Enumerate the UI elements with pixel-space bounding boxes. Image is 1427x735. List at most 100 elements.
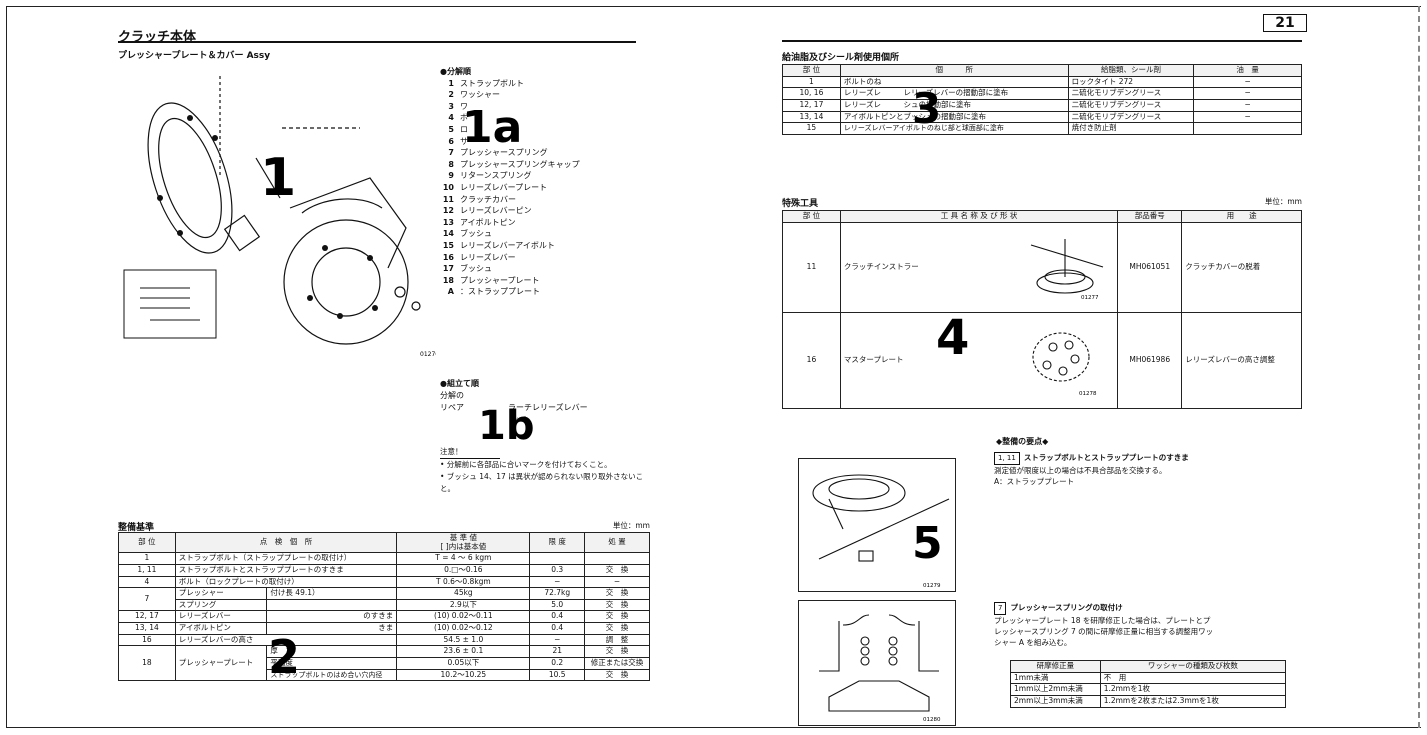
callout-5: 5	[912, 518, 943, 569]
point-tag: 1, 11	[994, 452, 1020, 465]
notes-heading: 注意！	[440, 446, 500, 459]
figure-code: 01280	[923, 717, 941, 723]
tools-table: 部 位工 具 名 称 及 び 形 状部品番号用 途 11 クラッチインストラー …	[782, 210, 1302, 409]
figure-code: 01279	[923, 583, 941, 589]
exploded-diagram: 01276	[120, 58, 439, 361]
assembly-line: 分解の	[440, 391, 464, 400]
notes: 注意！ • 分解前に各部品に合いマークを付けておくこと。 • ブッシュ 14、1…	[440, 446, 650, 495]
point-line: A：ストラッププレート	[994, 477, 1075, 486]
callout-1a: 1a	[462, 102, 523, 153]
clutch-installer-drawing: 01277	[1031, 238, 1104, 301]
assembly-section: ●組立て順 分解の リペアラーチレリーズレバー ット	[440, 378, 640, 426]
diagram-code: 01276	[420, 351, 436, 358]
assembly-heading: ●組立て順	[440, 379, 479, 388]
table-header: 部 位個 所給脂類、シール剤油 量	[782, 64, 1302, 77]
title-rule	[118, 41, 636, 43]
standards-unit: 単位：mm	[612, 521, 650, 530]
exploded-diagram-drawing: 01276	[123, 76, 439, 358]
table-row: 1mm未満不 用	[1010, 671, 1287, 685]
table-header: 部 位 点 検 個 所 基 準 値 [ ]内は基本値 限 度 処 置	[118, 531, 650, 554]
page-number: 21	[1263, 14, 1307, 32]
subsection-title: プレッシャープレート＆カバー Assy	[118, 51, 271, 61]
disassembly-heading: ●分解順	[440, 67, 471, 76]
tools-title: 特殊工具	[782, 199, 819, 209]
figure-code: 01278	[1079, 391, 1097, 397]
callout-3: 3	[912, 84, 942, 133]
master-plate-drawing: 01278	[1032, 332, 1097, 397]
table-header: 研摩修正量ワッシャーの種類及び枚数	[1010, 660, 1287, 673]
table-row: 11 クラッチインストラー 01277 MH061051 クラッチカバーの脱着	[782, 221, 1302, 313]
point-line: レッシャースプリング 7 の間に研摩修正量に相当する調整用ワッ	[994, 627, 1214, 636]
note-line: • 分解前に各部品に合いマークを付けておくこと。	[440, 460, 612, 469]
standards-title: 整備基準	[118, 523, 155, 533]
figure-strap-bolt: 01279	[798, 458, 956, 592]
lube-title: 給油脂及びシール剤使用個所	[782, 53, 900, 63]
points-heading: ◆整備の要点◆	[996, 437, 1049, 446]
point-tag: 7	[994, 602, 1007, 615]
left-page: クラッチ本体 プレッシャープレート＆カバー Assy	[118, 26, 650, 716]
page-edge-dash	[1418, 6, 1420, 728]
table-header: 部 位工 具 名 称 及 び 形 状部品番号用 途	[782, 210, 1302, 223]
list-item: A：ストラッププレート	[447, 287, 540, 297]
callout-1b: 1b	[478, 403, 535, 449]
point-line: シャー A を組み込む。	[994, 638, 1072, 647]
assembly-line: リペアラーチレリーズレバー	[440, 403, 588, 412]
figure-code: 01277	[1081, 295, 1099, 301]
pressure-spring-drawing: 01280	[819, 614, 941, 723]
point-line: プレッシャープレート 18 を研摩修正した場合は、プレートとプ	[994, 616, 1211, 625]
header-rule	[782, 40, 1302, 42]
page-frame	[6, 6, 1421, 728]
note-line: • ブッシュ 14、17 は異状が認められない限り取外さないこと。	[440, 472, 644, 493]
figure-pressure-spring: 01280	[798, 600, 956, 726]
tools-unit: 単位：mm	[1264, 197, 1302, 206]
callout-1: 1	[260, 148, 297, 208]
callout-4: 4	[930, 314, 976, 362]
point-title: プレッシャースプリングの取付け	[1010, 603, 1123, 612]
point-line: 測定値が限度以上の場合は不具合部品を交換する。	[994, 466, 1167, 475]
strap-bolt-drawing: 01279	[812, 474, 950, 589]
table-row: 16 マスタープレート 01278 MH061986 レリーズレバーの高さ調整	[782, 311, 1302, 409]
point-title: ストラップボルトとストラッププレートのすきま	[1023, 453, 1189, 462]
